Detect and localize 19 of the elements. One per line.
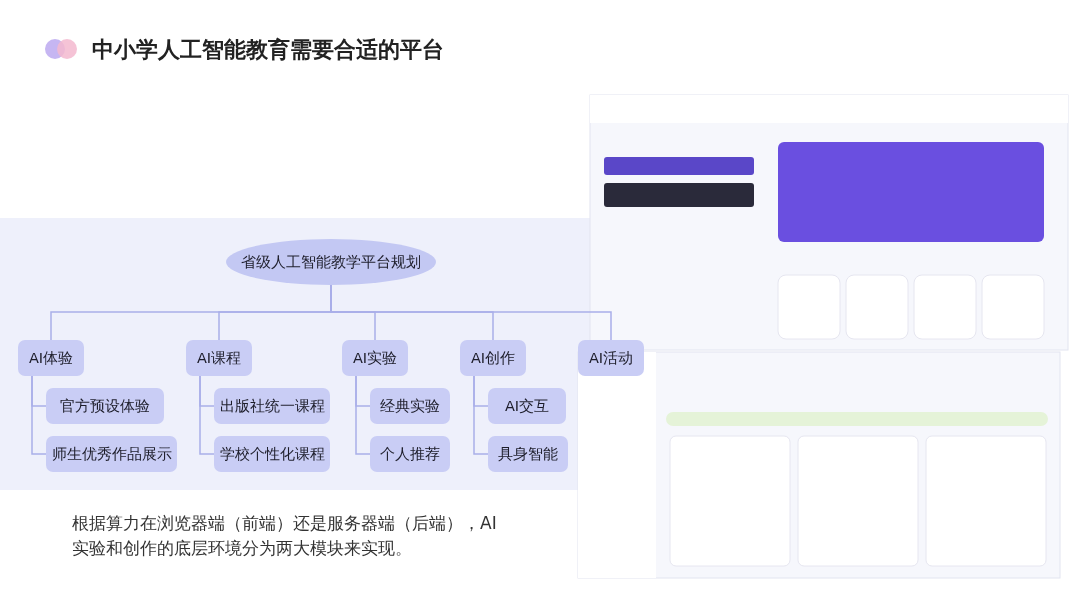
category-box: 师生优秀作品展示 [46, 436, 177, 472]
category-box: 官方预设体验 [46, 388, 164, 424]
category-box: 具身智能 [488, 436, 568, 472]
caption: 根据算力在浏览器端（前端）还是服务器端（后端），AI实验和创作的底层环境分为两大模块来实现。 [72, 512, 498, 560]
category-box: 个人推荐 [370, 436, 450, 472]
category-box: 出版社统一课程 [214, 388, 330, 424]
category-box: AI创作 [460, 340, 526, 376]
category-box: 学校个性化课程 [214, 436, 330, 472]
category-box: AI课程 [186, 340, 252, 376]
category-box: 经典实验 [370, 388, 450, 424]
category-box: AI交互 [488, 388, 566, 424]
connector-line [31, 375, 47, 455]
category-box: AI体验 [18, 340, 84, 376]
connector-line [355, 375, 371, 455]
category-box: AI活动 [578, 340, 644, 376]
connector-line [473, 375, 489, 455]
category-box: AI实验 [342, 340, 408, 376]
connector-line [199, 375, 215, 455]
title: 中小学人工智能教育需要合适的平台 [92, 36, 444, 64]
